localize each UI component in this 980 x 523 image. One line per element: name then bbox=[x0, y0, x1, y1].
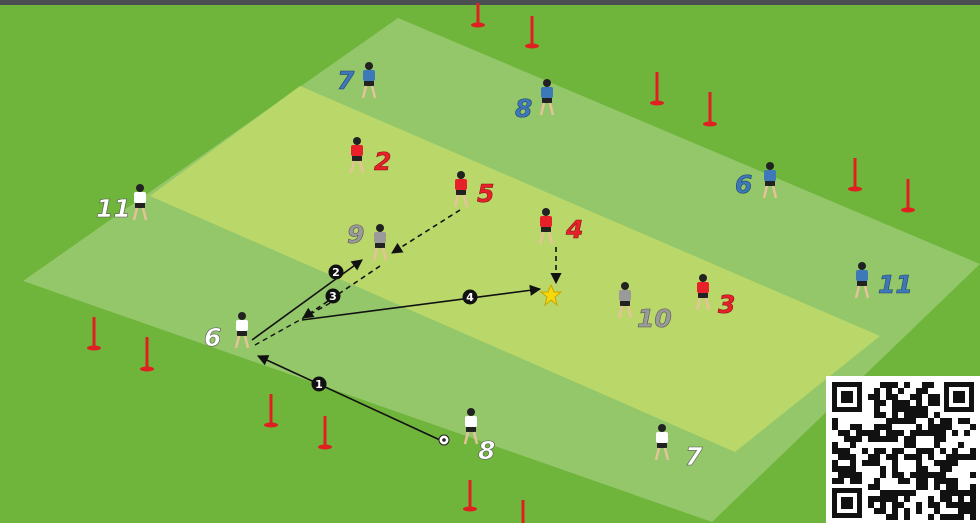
player-number-blue-7: 7 bbox=[337, 66, 355, 95]
step-marker-3: 3 bbox=[326, 289, 341, 304]
step-marker-2: 2 bbox=[329, 265, 344, 280]
svg-text:3: 3 bbox=[329, 290, 337, 303]
svg-text:4: 4 bbox=[466, 291, 474, 304]
player-number-red-2: 2 bbox=[374, 147, 391, 176]
step-marker-1: 1 bbox=[312, 377, 327, 392]
player-number-white-11: 11 bbox=[96, 194, 131, 223]
player-number-red-5: 5 bbox=[477, 179, 494, 208]
player-number-blue-8: 8 bbox=[515, 94, 532, 123]
player-number-blue-11: 11 bbox=[878, 270, 913, 299]
player-number-red-4: 4 bbox=[565, 215, 583, 244]
player-number-grey-10: 10 bbox=[637, 304, 672, 333]
ball-icon bbox=[439, 435, 449, 445]
player-number-blue-6: 6 bbox=[735, 170, 752, 199]
top-bar bbox=[0, 0, 980, 5]
player-number-white-6: 6 bbox=[204, 323, 221, 352]
player-number-white-7: 7 bbox=[685, 442, 703, 471]
player-number-white-8: 8 bbox=[478, 436, 495, 465]
player-number-red-3: 3 bbox=[718, 290, 735, 319]
svg-text:2: 2 bbox=[332, 266, 340, 279]
svg-text:1: 1 bbox=[315, 378, 323, 391]
step-marker-4: 4 bbox=[463, 290, 478, 305]
qr-code-icon bbox=[826, 376, 980, 523]
player-number-grey-9: 9 bbox=[347, 220, 364, 249]
